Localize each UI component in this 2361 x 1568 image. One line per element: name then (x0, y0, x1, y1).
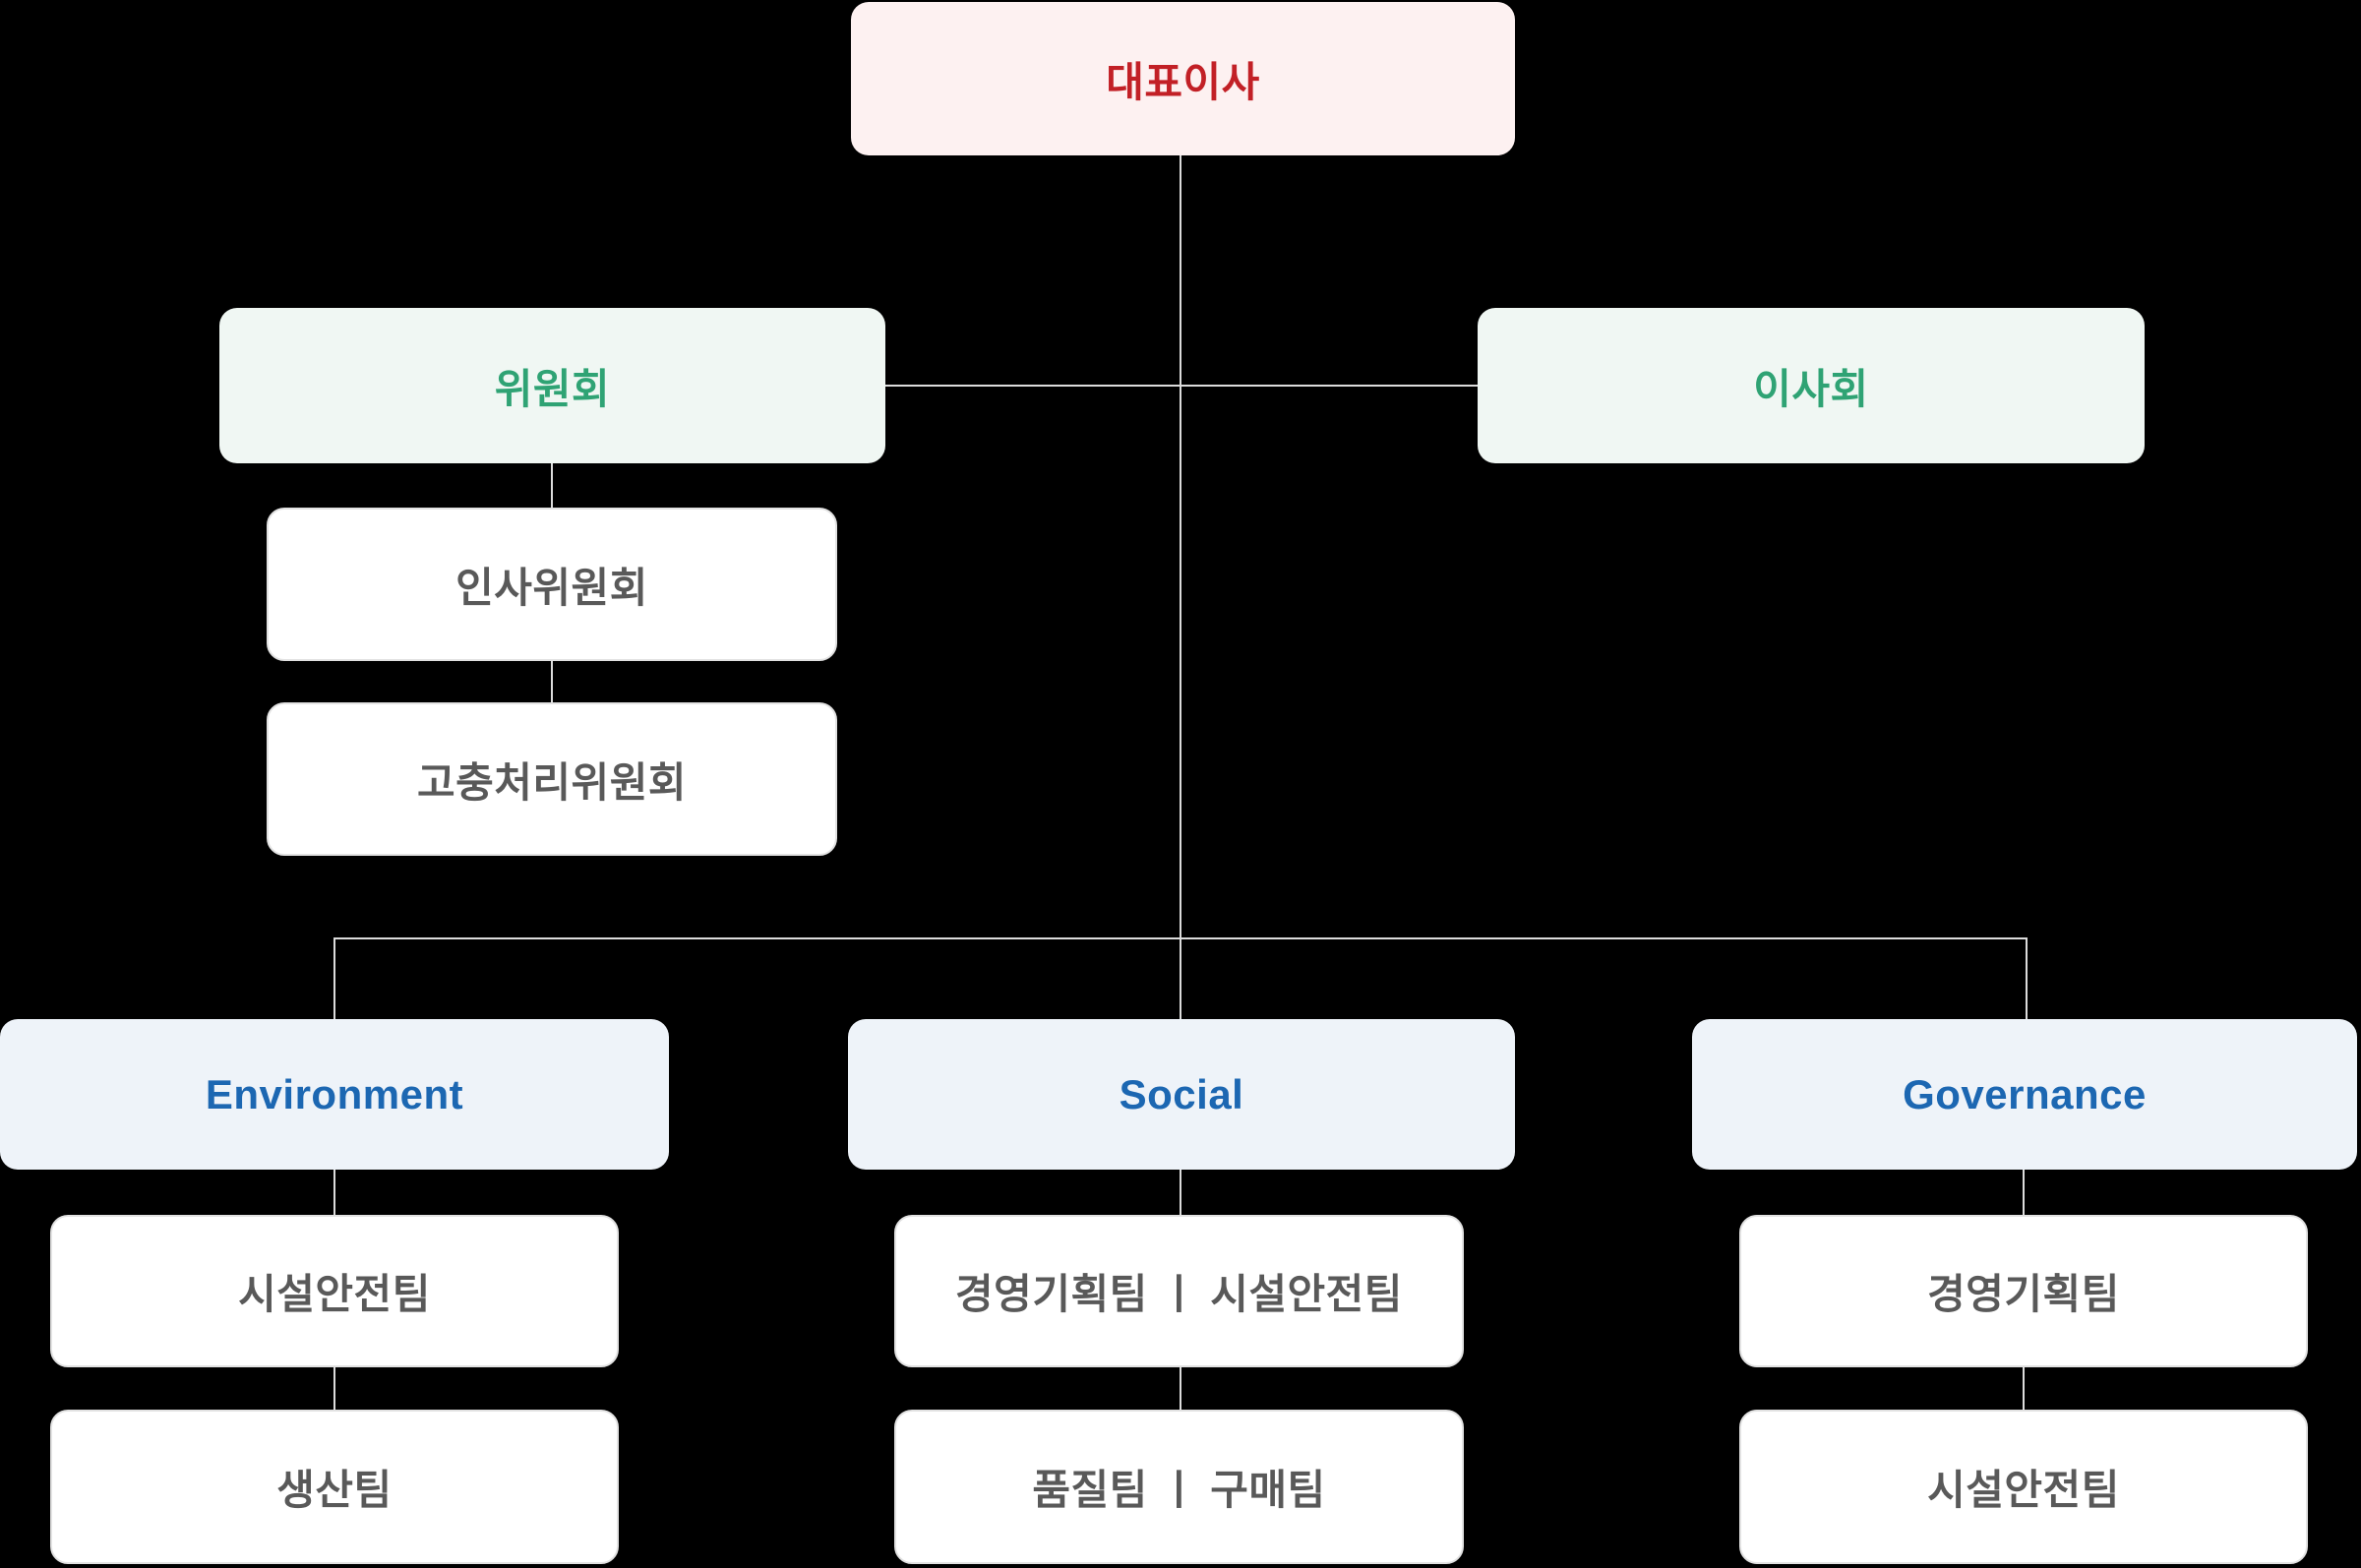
node-governance: Governance (1692, 1019, 2357, 1170)
connector-hr-grievance (551, 661, 553, 702)
connector-committee-hr (551, 463, 553, 508)
connector-committee-board (885, 385, 1478, 387)
connector-social-team2 (1180, 1367, 1181, 1410)
connector-ceo-vertical (1180, 155, 1181, 1019)
node-ceo: 대표이사 (851, 2, 1515, 155)
node-governance-team-2: 시설안전팀 (1739, 1410, 2308, 1564)
node-hr-committee: 인사위원회 (267, 508, 837, 661)
node-social: Social (848, 1019, 1515, 1170)
connector-branch-governance (2026, 937, 2028, 1019)
node-governance-team-1: 경영기획팀 (1739, 1215, 2308, 1367)
node-social-team-1: 경영기획팀 ㅣ 시설안전팀 (894, 1215, 1464, 1367)
connector-environment-team2 (333, 1367, 335, 1410)
connector-social-team1 (1180, 1170, 1181, 1215)
node-grievance-committee: 고충처리위원회 (267, 702, 837, 856)
node-environment: Environment (0, 1019, 669, 1170)
node-environment-team-2: 생산팀 (50, 1410, 619, 1564)
connector-governance-team2 (2023, 1367, 2025, 1410)
node-social-team-2: 품질팀 ㅣ 구매팀 (894, 1410, 1464, 1564)
connector-governance-team1 (2023, 1170, 2025, 1215)
node-environment-team-1: 시설안전팀 (50, 1215, 619, 1367)
connector-esg-branch (333, 937, 2028, 939)
connector-branch-environment (333, 937, 335, 1019)
node-board: 이사회 (1478, 308, 2145, 463)
node-committee: 위원회 (219, 308, 885, 463)
connector-environment-team1 (333, 1170, 335, 1215)
